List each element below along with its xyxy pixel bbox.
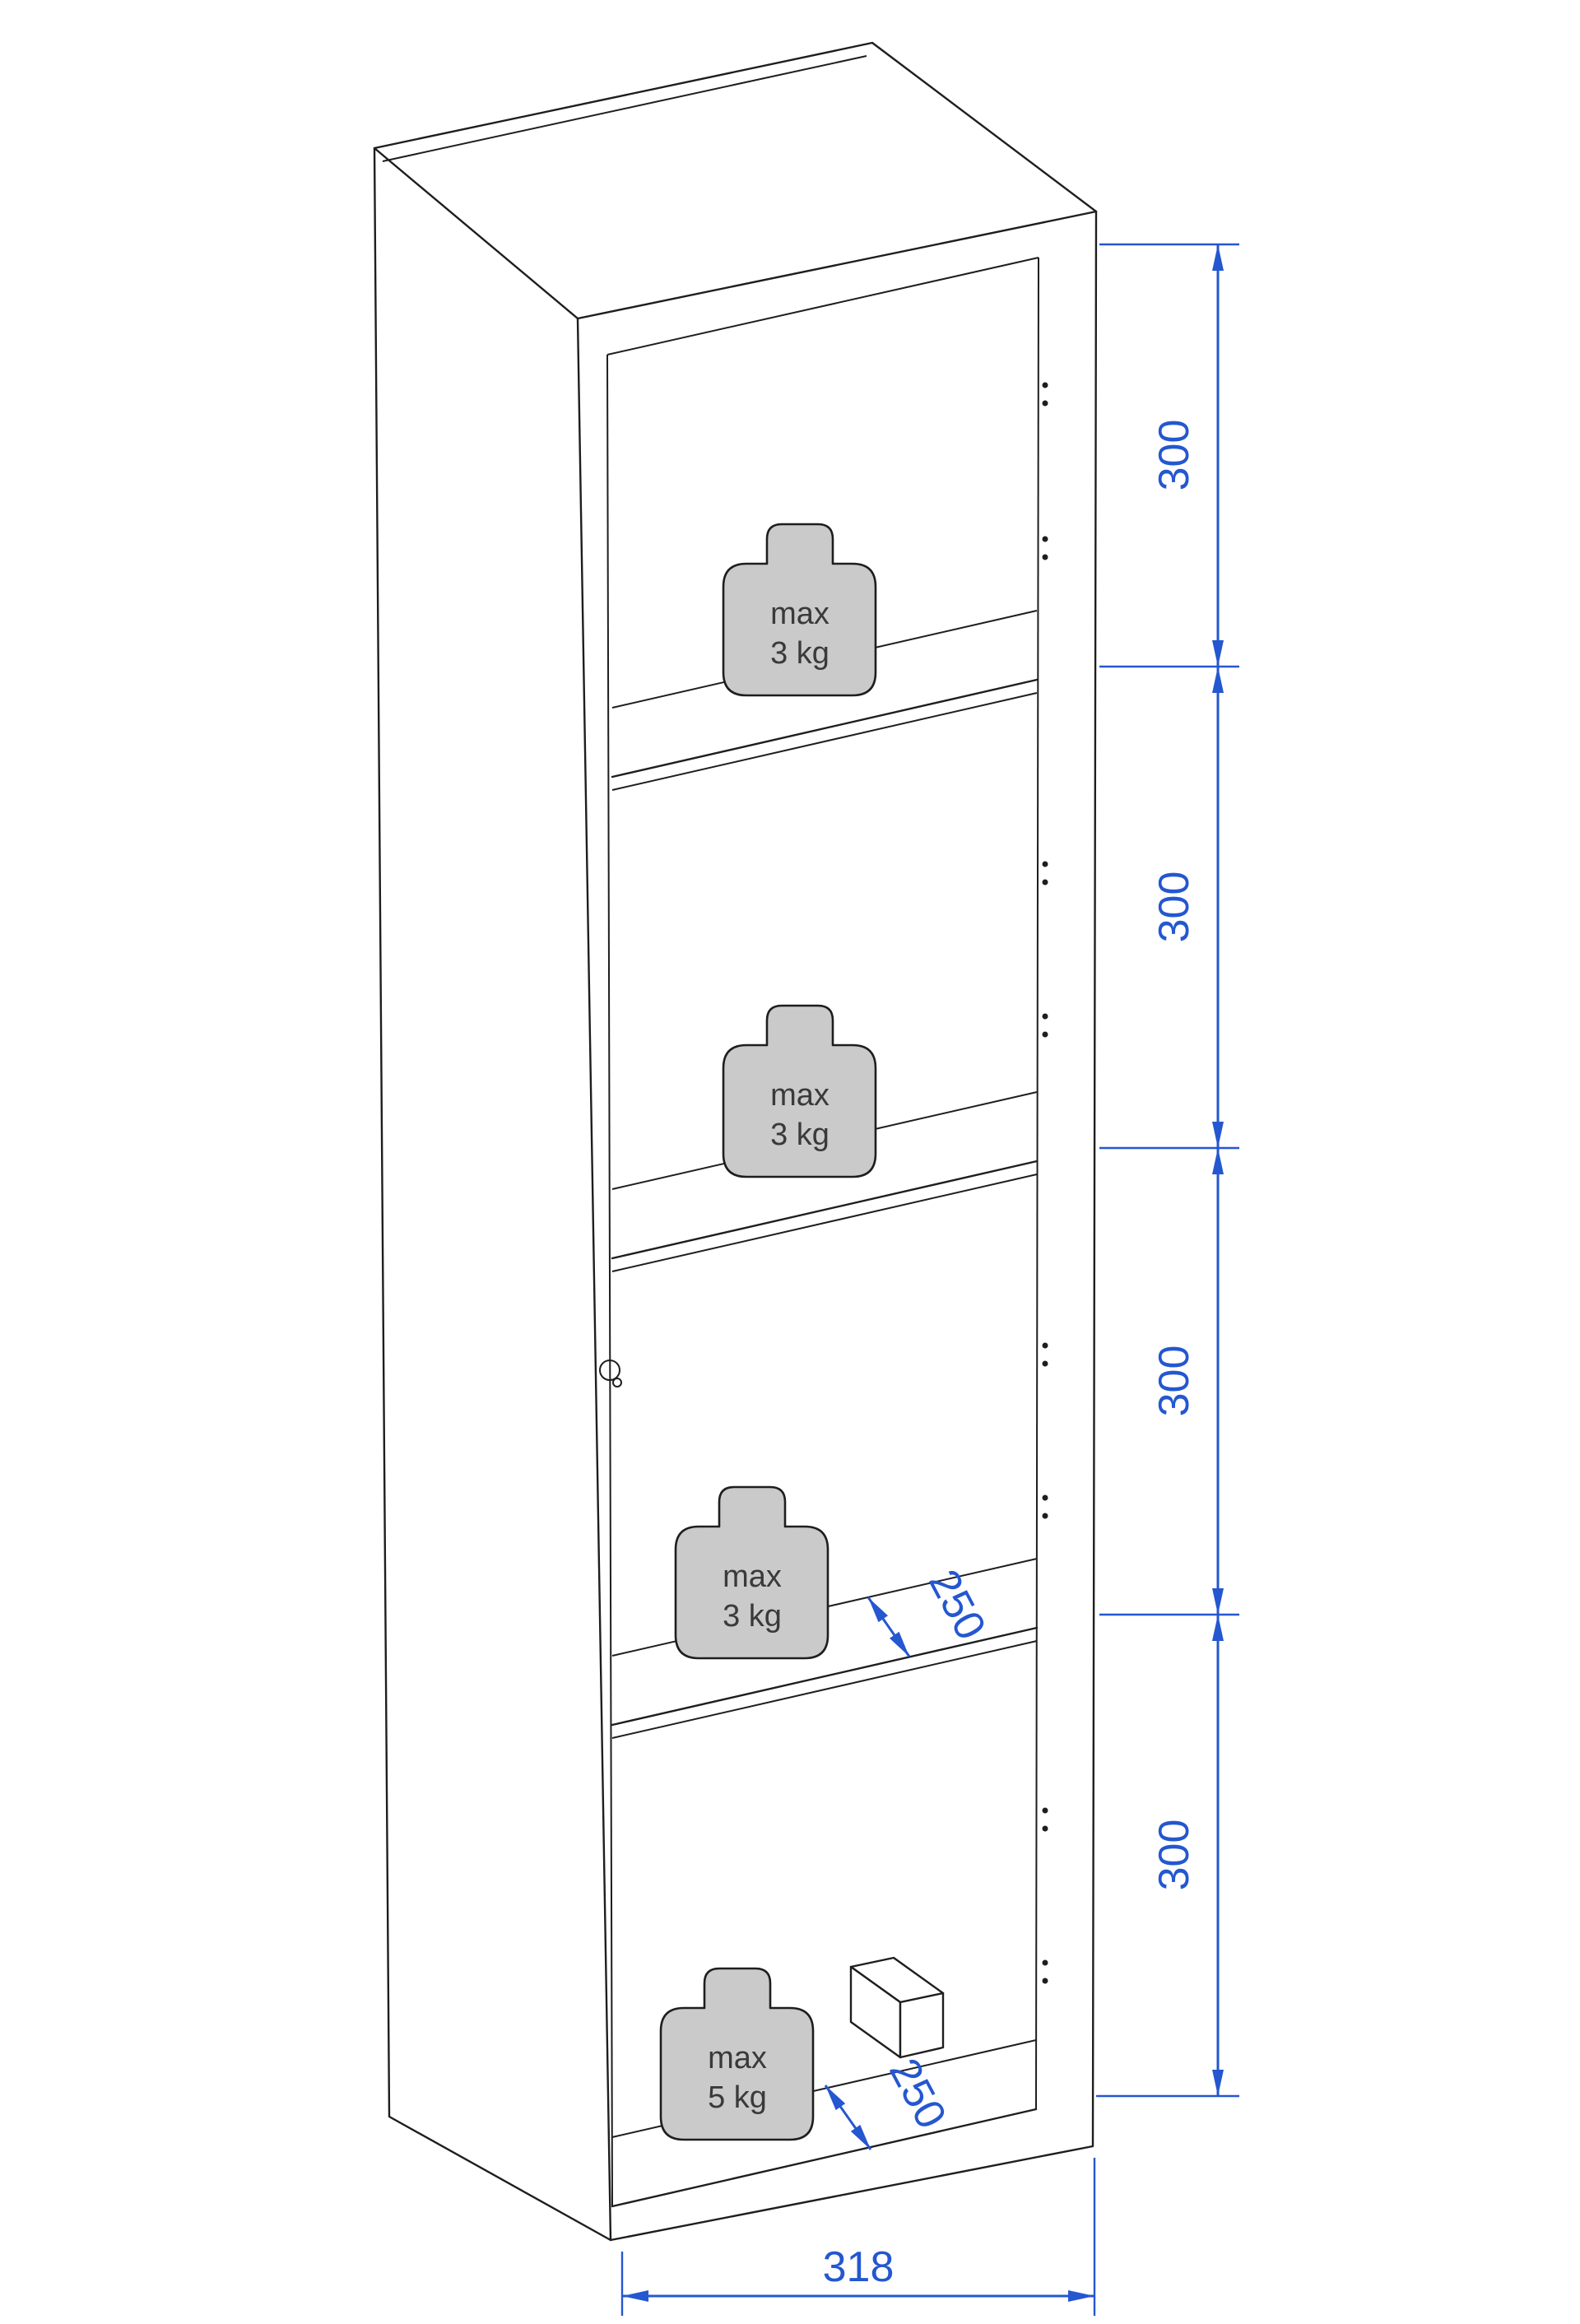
pin-hole: [1042, 554, 1048, 560]
pin-hole: [1042, 536, 1048, 542]
dimension-label-318: 318: [823, 2243, 895, 2291]
bottom-front-edge: [611, 2108, 1038, 2208]
support-block: [849, 1956, 945, 2059]
weight-icon-shelf-1: max 3 kg: [722, 523, 877, 697]
dimension-label-300-4: 300: [1150, 1820, 1198, 1891]
weight-label-line2: 3 kg: [723, 1599, 782, 1634]
pin-hole: [1042, 1513, 1048, 1519]
inner-left-edge: [606, 354, 613, 2207]
back-panel-edge: [382, 55, 867, 162]
width-dimension: 318: [620, 2158, 1096, 2316]
pin-hole: [1042, 400, 1048, 407]
weight-icon-shelf-3: max 3 kg: [674, 1485, 830, 1660]
shelf-3-thickness: [611, 1640, 1038, 1739]
pin-hole: [1042, 1342, 1048, 1349]
dimension-label-300-2: 300: [1150, 872, 1198, 943]
weight-icon: [722, 1004, 877, 1178]
shelf-pin-holes: [1042, 382, 1048, 1984]
support-block-side: [899, 1992, 945, 2059]
dimension-label-300-1: 300: [1150, 420, 1198, 491]
dimension-label-250-2: 250: [880, 2051, 955, 2136]
pin-hole: [1042, 1360, 1048, 1367]
cabinet-carcass: [373, 41, 1098, 2242]
weight-icon: [674, 1485, 830, 1660]
pin-hole: [1042, 1031, 1048, 1038]
shelf-1-thickness: [611, 692, 1038, 791]
weight-label-line1: max: [723, 1559, 782, 1594]
hinge-hole: [599, 1360, 622, 1387]
shelf-3-front-edge: [611, 1626, 1039, 1727]
height-dimension-chain: 300 300 300 300: [1150, 244, 1224, 2096]
shelf-2-front-edge: [611, 1160, 1039, 1260]
left-side-panel-edge: [373, 146, 612, 2242]
pin-hole: [1042, 1959, 1048, 1966]
weight-icon-shelf-2: max 3 kg: [722, 1004, 877, 1178]
weight-icon-bottom: max 5 kg: [659, 1967, 815, 2141]
pin-hole: [1042, 1825, 1048, 1832]
dimension-line-250-1: [867, 1597, 911, 1657]
weight-label-line2: 3 kg: [770, 636, 830, 671]
pin-hole: [1042, 1494, 1048, 1501]
front-frame: [576, 210, 1098, 2242]
interior-ceiling-edge: [606, 257, 1039, 356]
hinge-hole-outer: [599, 1360, 620, 1381]
weight-icons: max 3 kg max 3 kg max 3 kg max 5 kg: [659, 523, 877, 2141]
pin-hole: [1042, 1807, 1048, 1814]
pin-hole: [1042, 1978, 1048, 1984]
weight-icon: [722, 523, 877, 697]
weight-label-line1: max: [770, 597, 830, 631]
hinge-hole-inner: [612, 1378, 622, 1387]
weight-label-line1: max: [770, 1078, 830, 1113]
dimension-label-250-1: 250: [919, 1562, 995, 1648]
shelf-2-thickness: [611, 1174, 1038, 1272]
pin-hole: [1042, 861, 1048, 867]
pin-hole: [1042, 382, 1048, 388]
shelf-1-front-edge: [611, 678, 1039, 779]
pin-hole: [1042, 1013, 1048, 1020]
dimension-line-250-2: [824, 2085, 872, 2150]
inner-right-edge: [1035, 257, 1039, 2110]
pin-hole: [1042, 879, 1048, 885]
weight-icon: [659, 1967, 815, 2141]
depth-dimension-bottom: 250: [824, 2051, 955, 2150]
weight-label-line1: max: [708, 2041, 767, 2075]
shelves: [611, 610, 1039, 2208]
dimension-label-300-3: 300: [1150, 1346, 1198, 1417]
weight-label-line2: 3 kg: [770, 1118, 830, 1152]
weight-label-line2: 5 kg: [708, 2080, 767, 2115]
